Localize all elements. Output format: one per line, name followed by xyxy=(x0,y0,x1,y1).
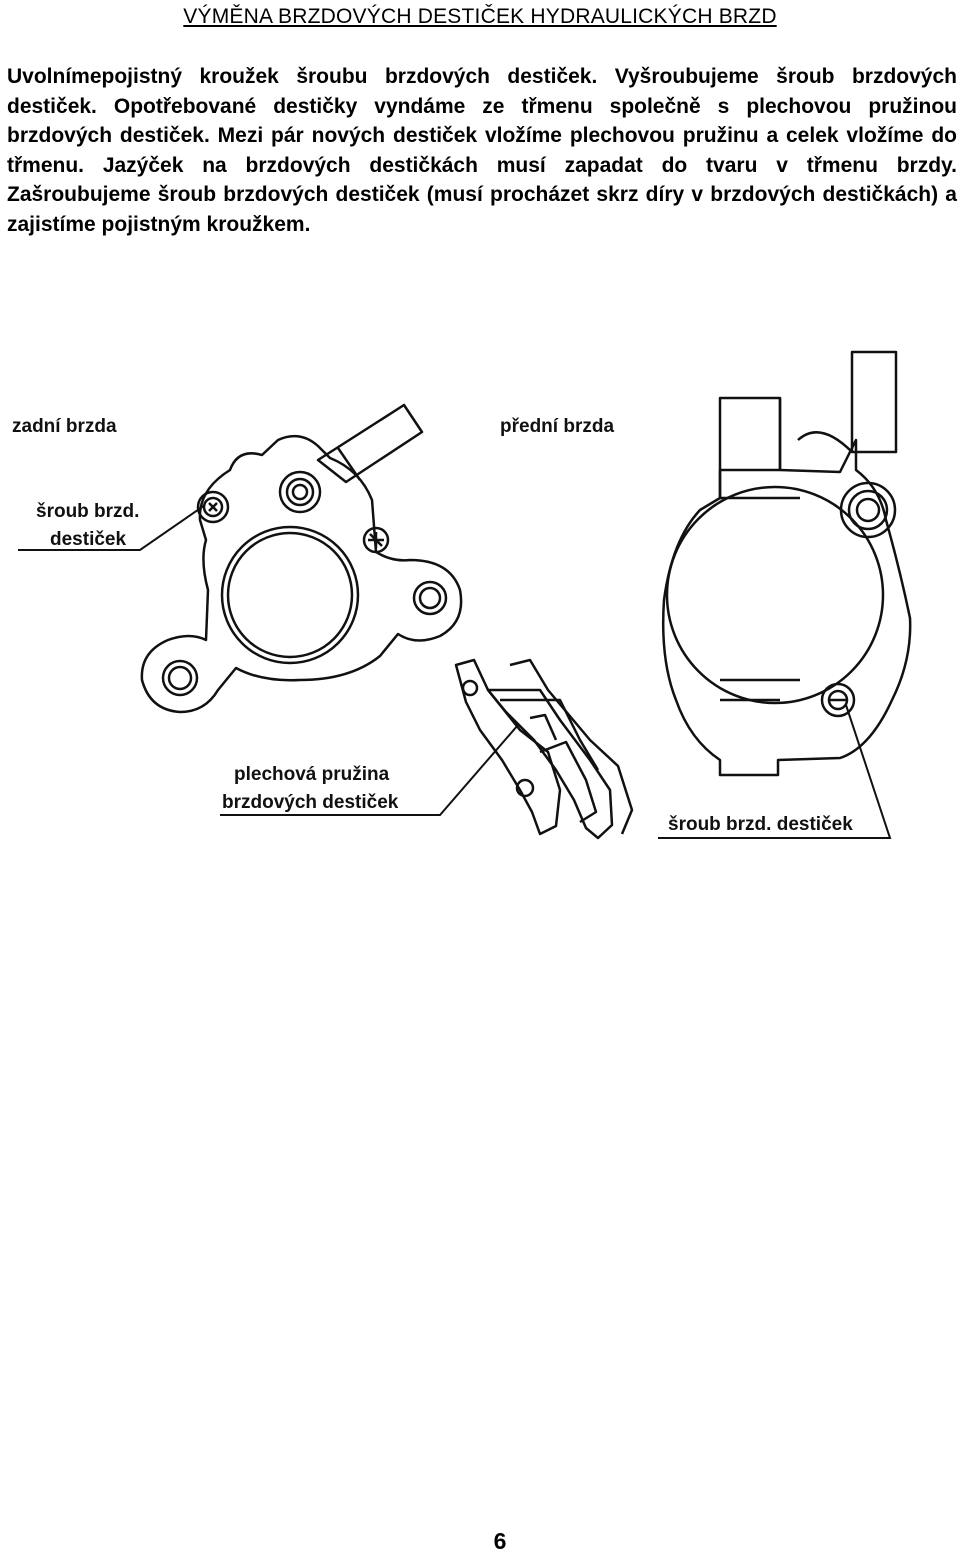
rear-screw-label-line1: šroub brzd. xyxy=(36,501,139,522)
rear-brake-label: zadní brzda xyxy=(12,416,117,437)
spring-leader-line xyxy=(220,724,519,816)
spring-label-line2: brzdových destiček xyxy=(222,792,399,813)
spring-label-line1: plechová pružina xyxy=(234,764,390,785)
brake-pads-drawing xyxy=(454,658,634,840)
instruction-paragraph: Uvolnímepojistný kroužek šroubu brzdovýc… xyxy=(7,65,957,236)
front-brake-label: přední brzda xyxy=(500,416,614,437)
rear-screw-leader-line xyxy=(18,504,206,551)
rear-caliper-drawing xyxy=(140,403,463,714)
rear-screw-label-line2: destiček xyxy=(50,529,126,550)
brake-caliper-figure: zadní brzda přední brzda šroub brzd. des… xyxy=(0,340,960,865)
front-caliper-drawing xyxy=(661,350,912,777)
front-screw-label: šroub brzd. destiček xyxy=(668,814,853,835)
page-title: VÝMĚNA BRZDOVÝCH DESTIČEK HYDRAULICKÝCH … xyxy=(183,5,777,28)
page-number: 6 xyxy=(493,1528,507,1554)
front-screw-leader-line xyxy=(658,704,892,839)
caliper-illustration: zadní brzda přední brzda šroub brzd. des… xyxy=(12,350,912,840)
